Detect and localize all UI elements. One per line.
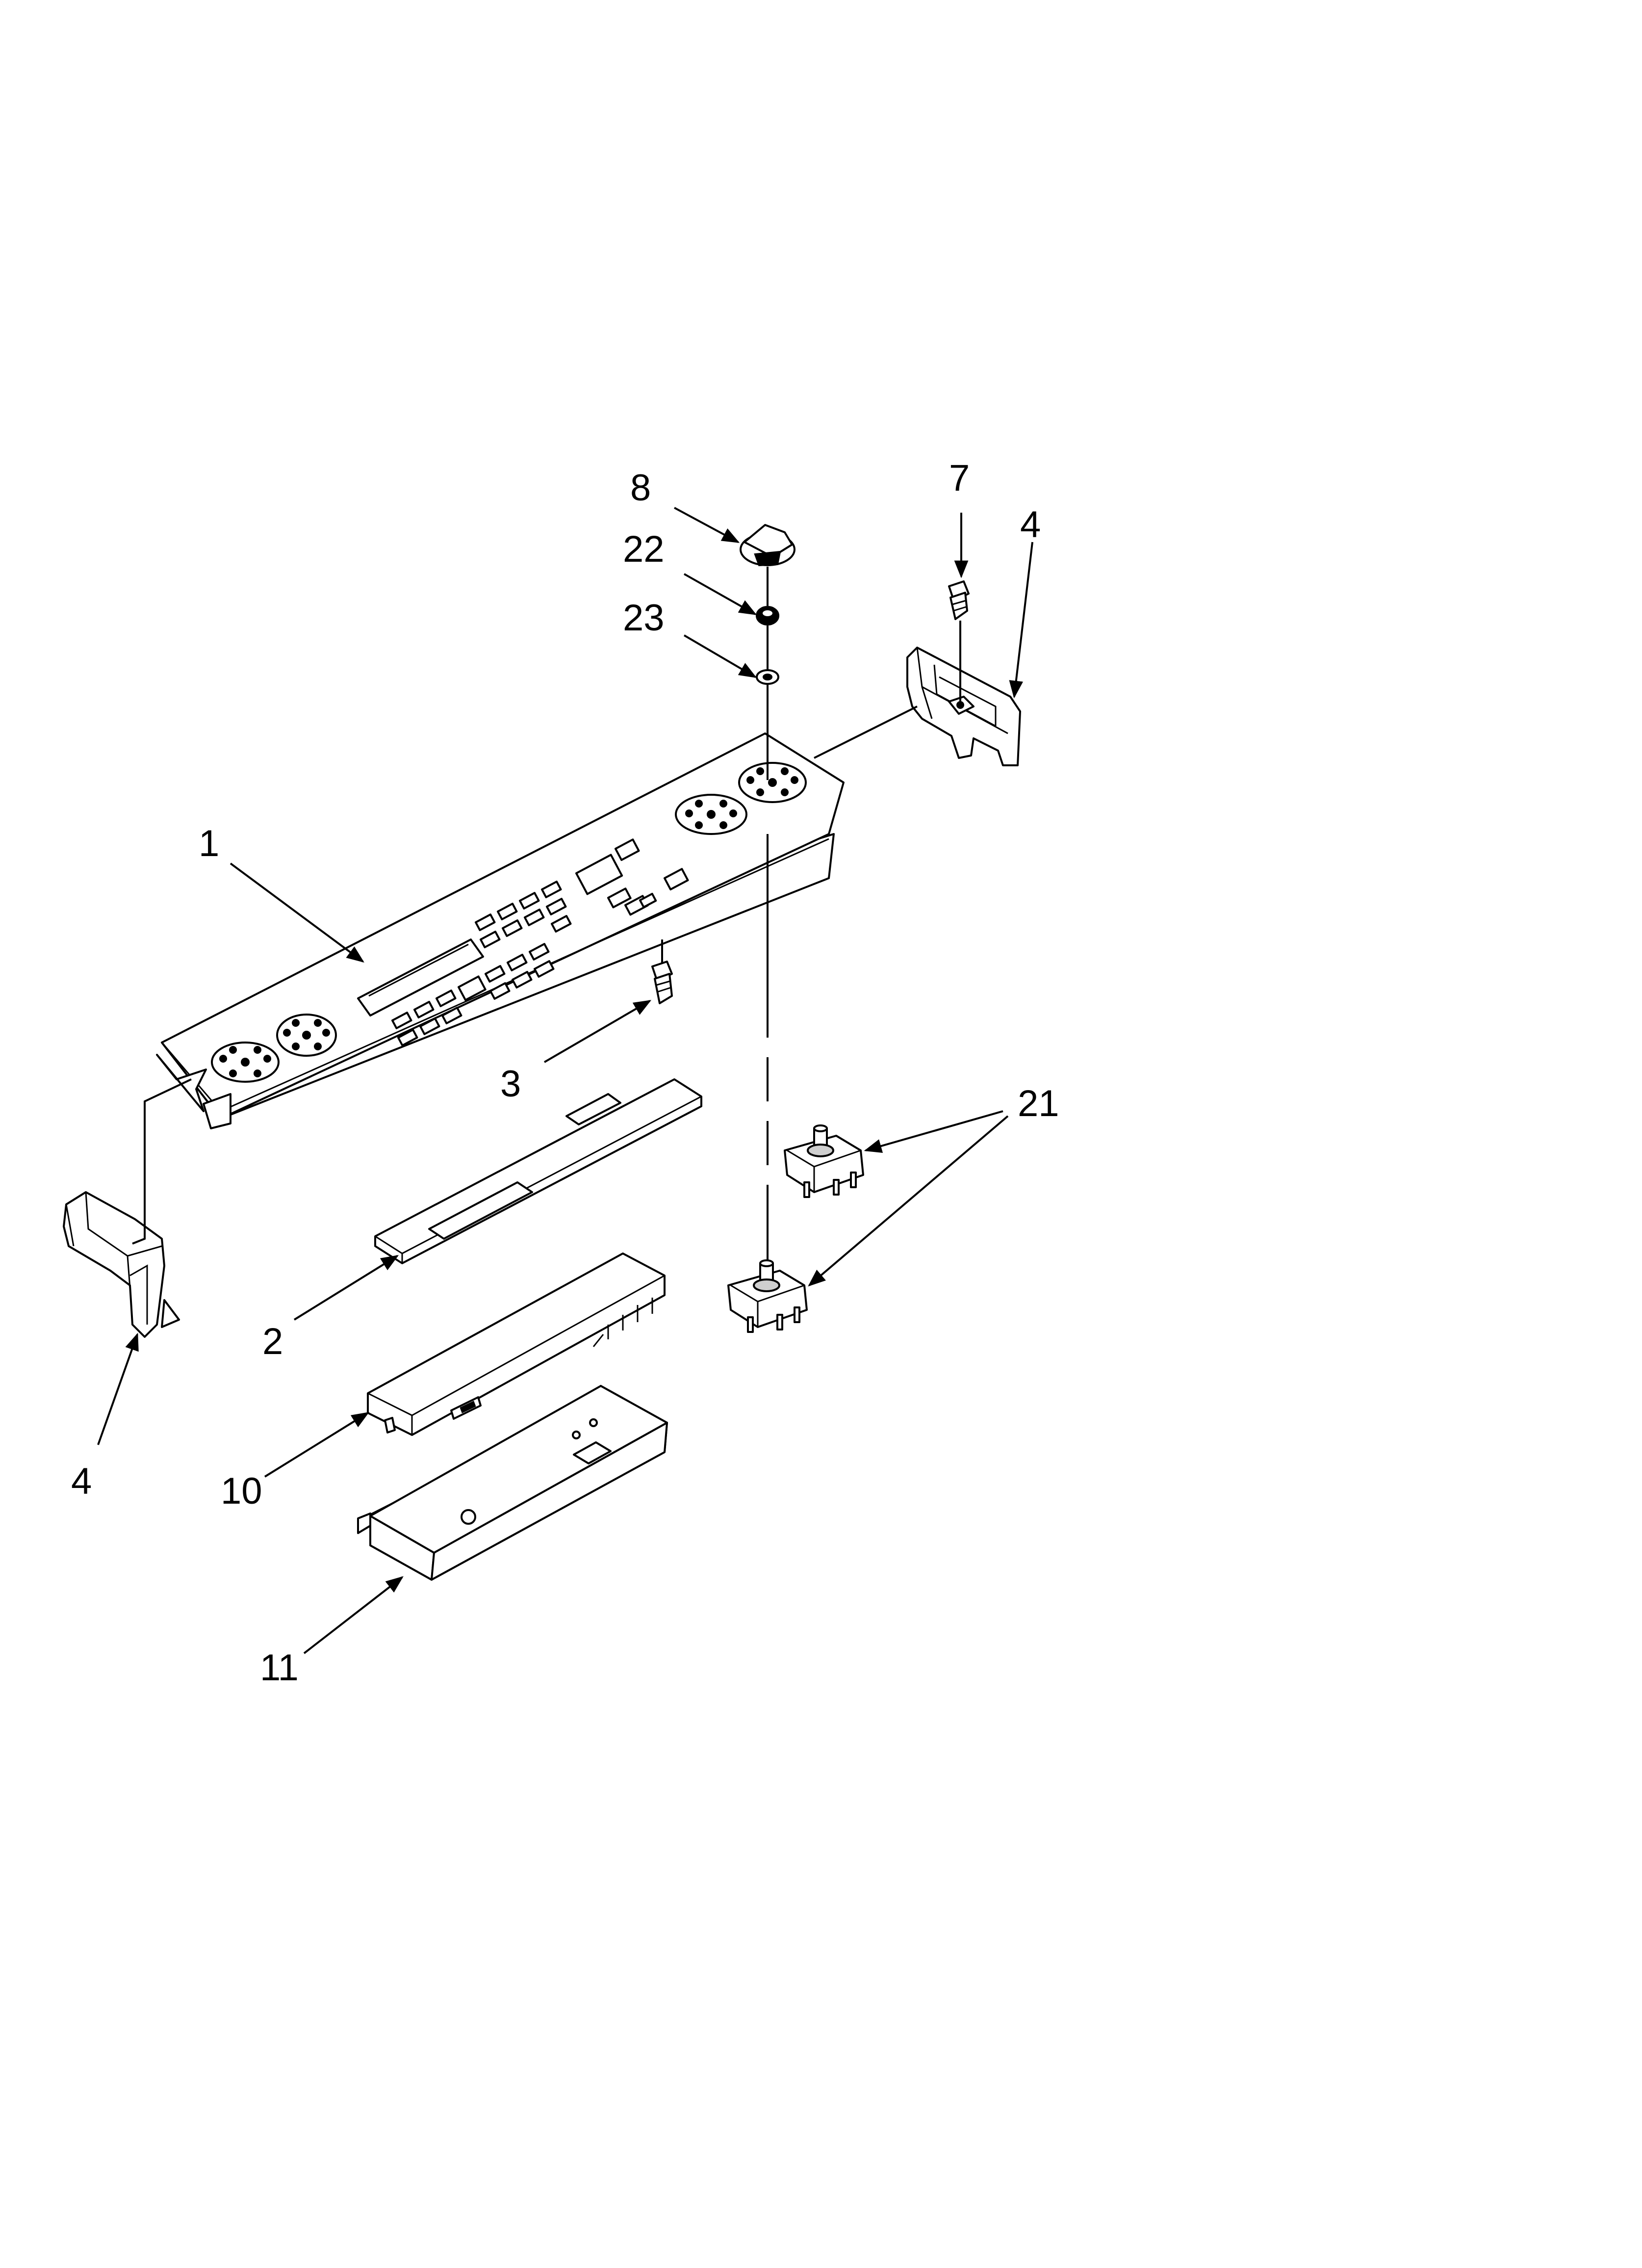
callout-4-right: 4 [1020, 504, 1041, 546]
callout-23: 23 [623, 597, 665, 639]
callout-2: 2 [262, 1321, 283, 1362]
leader-arrows [97, 507, 1033, 1654]
nut-part-22 [756, 606, 779, 626]
switch-part-21-upper [784, 1124, 864, 1198]
screw-part-3 [651, 939, 673, 1004]
callout-11: 11 [260, 1647, 299, 1689]
callout-22: 22 [623, 528, 665, 570]
overlay-panel-part-2 [374, 1078, 702, 1264]
burner-indicator-left-2 [276, 1014, 337, 1057]
switch-part-21-lower [727, 1259, 808, 1333]
callout-8: 8 [630, 467, 651, 509]
callout-3: 3 [500, 1063, 521, 1105]
display-window [357, 938, 484, 1017]
left-end-cap-part [63, 1191, 180, 1338]
washer-part-23 [756, 669, 779, 685]
screw-part-7 [948, 580, 970, 704]
callout-labels: 1 8 22 23 7 4 3 21 2 4 10 11 [71, 457, 1059, 1689]
burner-indicator-right-2 [738, 762, 807, 803]
keypad-buttons [391, 881, 572, 1046]
bracket-part-11 [357, 1385, 668, 1581]
callout-4-left: 4 [71, 1460, 92, 1502]
knob-part-8 [740, 524, 795, 567]
callout-21: 21 [1018, 1083, 1059, 1124]
callout-1: 1 [199, 823, 219, 864]
right-end-cap-part [906, 647, 1021, 766]
burner-indicator-left-1 [211, 1042, 280, 1083]
burner-indicator-right-1 [675, 794, 747, 835]
callout-7: 7 [949, 457, 970, 499]
callout-10: 10 [221, 1470, 262, 1512]
